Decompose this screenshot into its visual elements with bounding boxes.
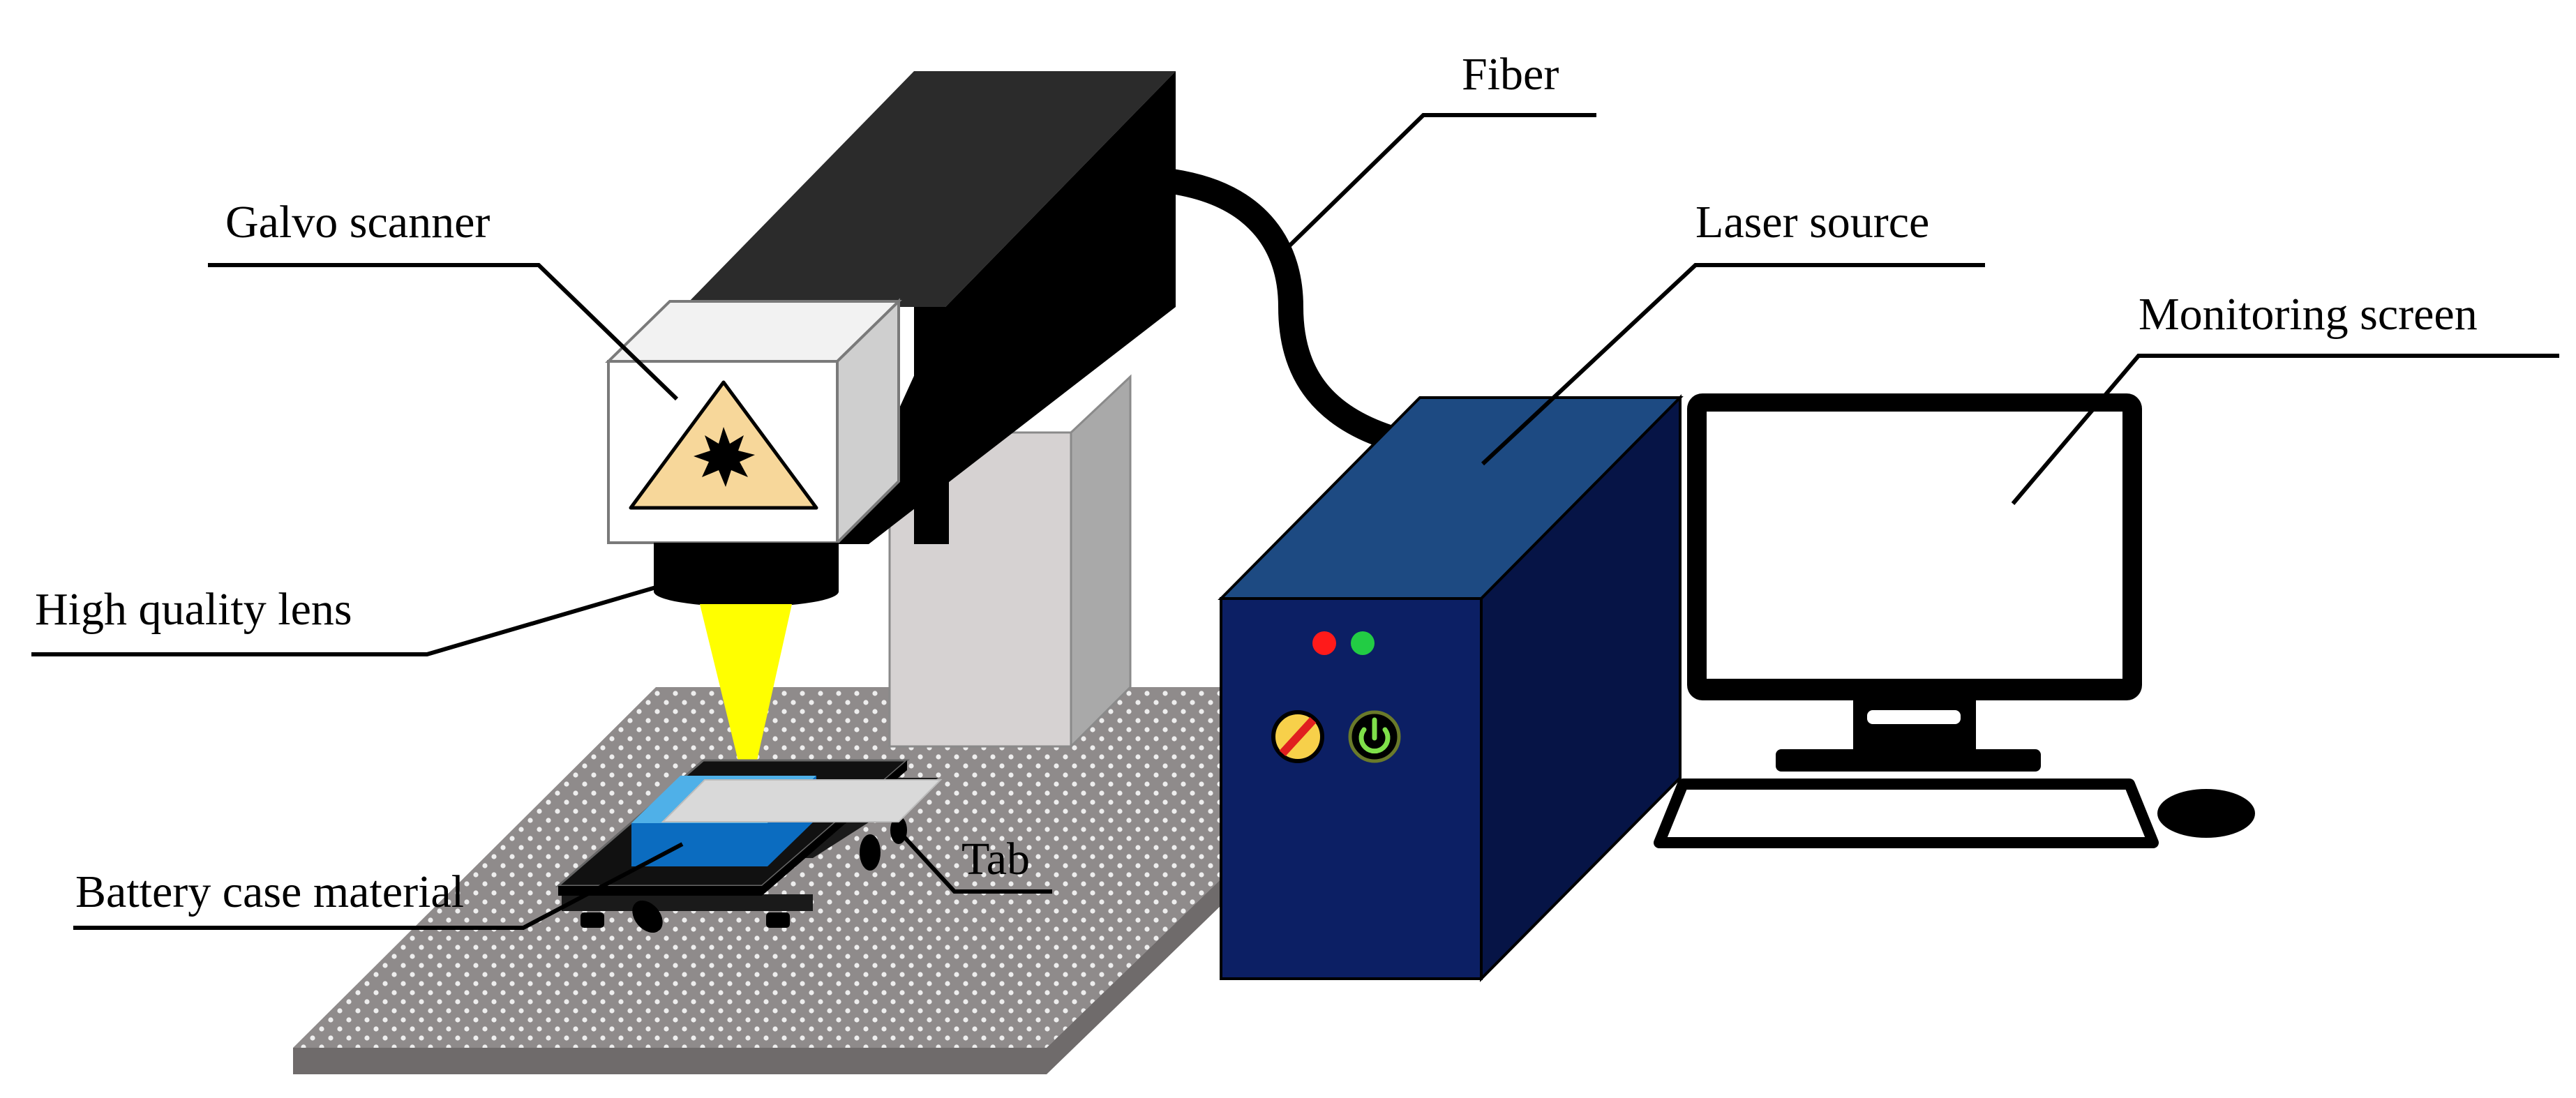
high-quality-lens-leader — [31, 585, 657, 656]
tab-strip — [661, 779, 943, 822]
laser-head-arm — [684, 71, 1176, 544]
galvo-scanner-leader — [208, 263, 679, 401]
monitoring-screen-label: Monitoring screen — [2139, 289, 2478, 340]
green-indicator-led — [1351, 631, 1375, 655]
power-button-icon[interactable] — [1348, 710, 1401, 763]
fiber-leader — [1276, 113, 1596, 259]
laser-source-unit — [1218, 394, 1684, 982]
laser-burst-icon — [694, 427, 755, 487]
table-side-edge — [1047, 879, 1221, 1074]
leader-lines — [31, 113, 2559, 930]
galvo-scanner — [605, 298, 902, 546]
monitoring-computer — [1654, 393, 2255, 848]
arm-top — [684, 71, 1176, 307]
laser-source-leader — [1481, 263, 1985, 466]
laser-source-label: Laser source — [1695, 197, 1929, 248]
monitor-base — [1776, 749, 2041, 772]
arm-side — [837, 71, 1176, 544]
computer-mouse — [2157, 789, 2255, 838]
column-side — [1070, 374, 1132, 749]
monitoring-screen-leader — [2011, 354, 2559, 505]
tab-leader — [894, 827, 1052, 894]
battery-case-leader — [73, 842, 684, 930]
high-quality-lens-label: High quality lens — [35, 584, 352, 635]
galvo-scanner-label: Galvo scanner — [225, 197, 490, 248]
table-front-edge — [293, 1048, 1047, 1074]
tab-label: Tab — [961, 834, 1030, 885]
laser-front — [1220, 597, 1483, 980]
fiber-label: Fiber — [1462, 49, 1559, 100]
keyboard — [1654, 779, 2159, 848]
battery-case-material-label: Battery case material — [75, 866, 464, 917]
laser-beam — [700, 604, 792, 801]
monitor-neck — [1853, 700, 1976, 749]
monitor-display — [1707, 412, 2122, 679]
fiber-cable — [1160, 169, 1408, 452]
power-dial-knob[interactable] — [1271, 710, 1324, 763]
red-indicator-led — [1312, 631, 1336, 655]
focusing-lens — [654, 543, 839, 607]
